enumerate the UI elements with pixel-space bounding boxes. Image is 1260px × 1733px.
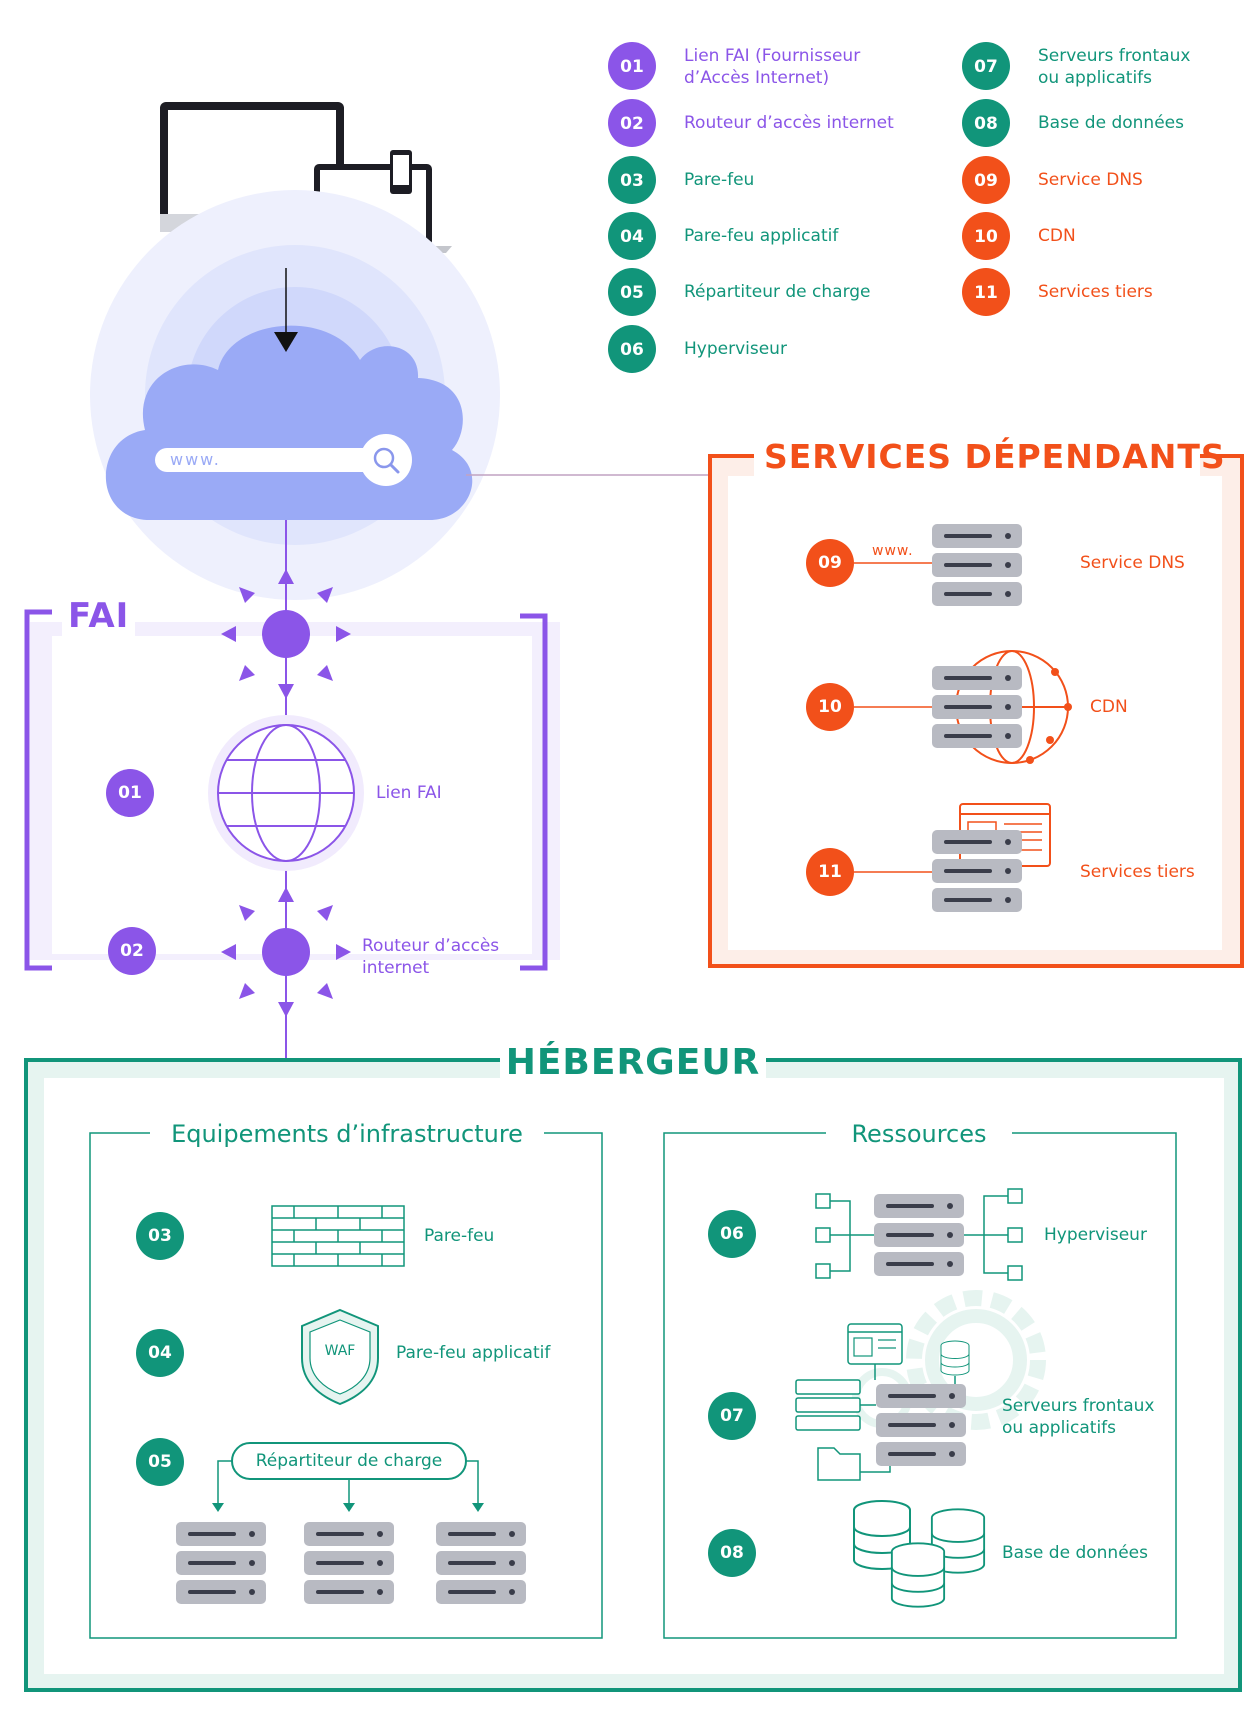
legend-badge-04 bbox=[608, 212, 656, 260]
ressources-num-08: 08 bbox=[720, 1543, 744, 1563]
lb-server-3 bbox=[436, 1522, 526, 1604]
legend-label-10: CDN bbox=[1038, 226, 1076, 246]
legend-num-09: 09 bbox=[974, 171, 998, 191]
fai-num-02: 02 bbox=[120, 941, 144, 961]
legend-num-03: 03 bbox=[620, 171, 644, 191]
ressources-title: Ressources bbox=[851, 1120, 987, 1148]
legend-label-09: Service DNS bbox=[1038, 170, 1143, 190]
tiers-server-icon bbox=[932, 830, 1022, 912]
browser-bar-text: www. bbox=[170, 450, 221, 469]
services-num-10: 10 bbox=[818, 697, 842, 717]
legend-num-07: 07 bbox=[974, 57, 998, 77]
legend-num-06: 06 bbox=[620, 340, 644, 360]
fai-title: FAI bbox=[62, 596, 136, 636]
legend-label-11: Services tiers bbox=[1038, 282, 1153, 302]
legend-label-08: Base de données bbox=[1038, 113, 1184, 133]
legend-num-04: 04 bbox=[620, 227, 644, 247]
ressources-num-07: 07 bbox=[720, 1406, 744, 1426]
firewall-icon bbox=[271, 1205, 405, 1267]
infra-num-05: 05 bbox=[148, 1452, 172, 1472]
globe-icon bbox=[208, 715, 364, 871]
app-server-icon bbox=[876, 1384, 966, 1466]
services-badge-11 bbox=[806, 848, 854, 896]
services-badge-10 bbox=[806, 683, 854, 731]
services-label-09: Service DNS bbox=[1080, 553, 1185, 573]
legend-num-01: 01 bbox=[620, 57, 644, 77]
infra-num-03: 03 bbox=[148, 1226, 172, 1246]
legend-label-07: Serveurs frontaux ou applicatifs bbox=[1038, 46, 1191, 88]
ressources-badge-07 bbox=[708, 1392, 756, 1440]
services-label-11: Services tiers bbox=[1080, 862, 1195, 882]
waf-text: WAF bbox=[324, 1343, 356, 1359]
legend-badge-08 bbox=[962, 99, 1010, 147]
infra-badge-04 bbox=[136, 1329, 184, 1377]
cdn-server-icon bbox=[932, 666, 1022, 748]
legend-badge-03 bbox=[608, 156, 656, 204]
legend-badge-07 bbox=[962, 42, 1010, 90]
ressources-num-06: 06 bbox=[720, 1224, 744, 1244]
legend-num-05: 05 bbox=[620, 283, 644, 303]
fai-badge-02 bbox=[108, 927, 156, 975]
app-servers-icon bbox=[795, 1323, 970, 1481]
fai-num-01: 01 bbox=[118, 783, 142, 803]
ressources-label-08: Base de données bbox=[1002, 1543, 1148, 1563]
fai-label-01: Lien FAI bbox=[376, 783, 442, 803]
infra-badge-03 bbox=[136, 1212, 184, 1260]
services-title: SERVICES DÉPENDANTS bbox=[764, 437, 1226, 476]
load-balancer-arrows bbox=[217, 1460, 479, 1505]
infra-num-04: 04 bbox=[148, 1343, 172, 1363]
legend-badge-05 bbox=[608, 268, 656, 316]
lb-server-2 bbox=[304, 1522, 394, 1604]
services-num-11: 11 bbox=[818, 862, 842, 882]
dns-www-tag: www. bbox=[872, 543, 914, 559]
infra-label-03: Pare-feu bbox=[424, 1226, 495, 1246]
hypervisor-icon bbox=[815, 1188, 1023, 1281]
infra-label-04: Pare-feu applicatif bbox=[396, 1343, 551, 1363]
legend-label-03: Pare-feu bbox=[684, 170, 755, 190]
legend-badge-02 bbox=[608, 99, 656, 147]
hebergeur-title: HÉBERGEUR bbox=[505, 1042, 761, 1083]
search-icon bbox=[373, 447, 400, 474]
legend-label-06: Hyperviseur bbox=[684, 339, 787, 359]
infra-title: Equipements d’infrastructure bbox=[171, 1120, 523, 1148]
services-label-10: CDN bbox=[1090, 697, 1128, 717]
legend-label-02: Routeur d’accès internet bbox=[684, 113, 894, 133]
browser-address-bar bbox=[155, 448, 375, 472]
legend-label-05: Répartiteur de charge bbox=[684, 282, 871, 302]
legend-badge-06 bbox=[608, 325, 656, 373]
legend-label-01: Lien FAI (Fournisseur d’Accès Internet) bbox=[684, 46, 861, 88]
legend-num-10: 10 bbox=[974, 227, 998, 247]
legend-badge-09 bbox=[962, 156, 1010, 204]
search-icon-bg bbox=[360, 434, 412, 486]
legend-num-02: 02 bbox=[620, 114, 644, 134]
ressources-label-06: Hyperviseur bbox=[1044, 1225, 1147, 1245]
fai-badge-01 bbox=[106, 769, 154, 817]
services-badge-09 bbox=[806, 539, 854, 587]
legend-badges bbox=[608, 42, 1010, 373]
legend-badge-01 bbox=[608, 42, 656, 90]
fai-label-02: Routeur d’accès internet bbox=[362, 936, 500, 978]
hebergeur-frame bbox=[24, 1040, 1242, 1692]
infra-badge-05 bbox=[136, 1438, 184, 1486]
lb-server-1 bbox=[176, 1522, 266, 1604]
legend-num-11: 11 bbox=[974, 283, 998, 303]
dns-server-icon bbox=[932, 524, 1022, 606]
legend-badge-10 bbox=[962, 212, 1010, 260]
ressources-badge-08 bbox=[708, 1529, 756, 1577]
ressources-badge-06 bbox=[708, 1210, 756, 1258]
down-arrow-icon bbox=[274, 268, 298, 352]
services-num-09: 09 bbox=[818, 553, 842, 573]
legend-badge-11 bbox=[962, 268, 1010, 316]
hypervisor-server-icon bbox=[874, 1194, 964, 1276]
legend-label-04: Pare-feu applicatif bbox=[684, 226, 839, 246]
legend-num-08: 08 bbox=[974, 114, 998, 134]
infra-label-05: Répartiteur de charge bbox=[255, 1451, 443, 1471]
ressources-label-07: Serveurs frontaux ou applicatifs bbox=[1002, 1396, 1155, 1438]
